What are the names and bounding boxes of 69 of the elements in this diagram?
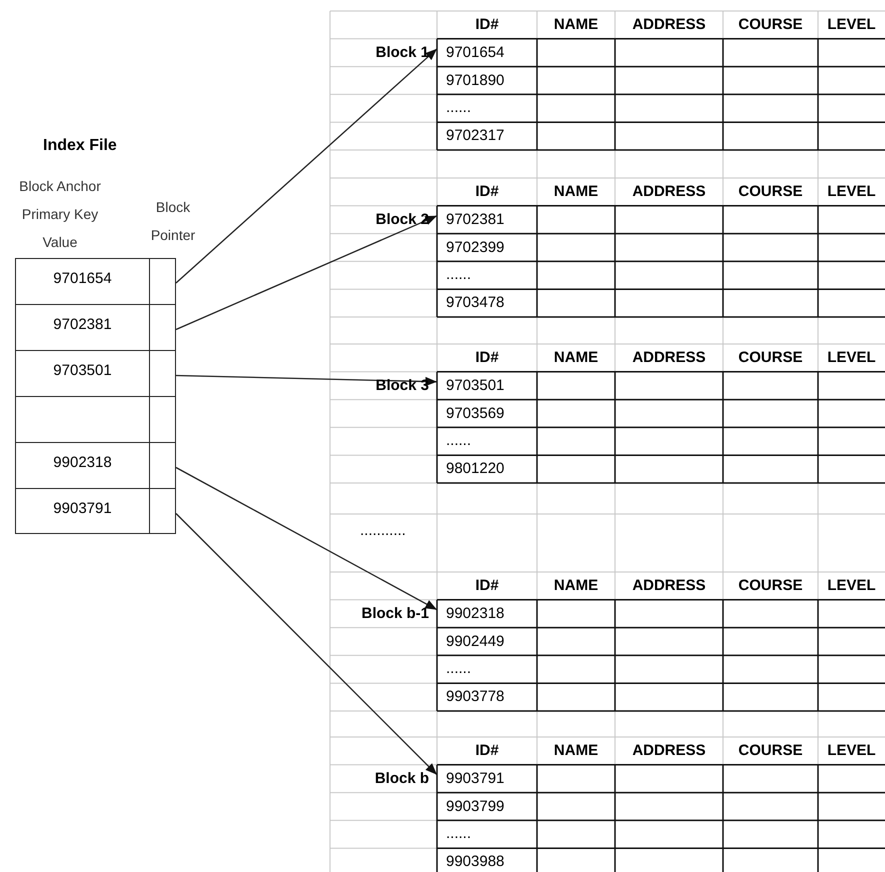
column-header: LEVEL (826, 183, 877, 201)
record-key: 9703478 (446, 294, 504, 312)
column-header: COURSE (737, 16, 804, 34)
column-header: NAME (552, 349, 600, 367)
index-entry (15, 258, 176, 304)
index-entry (15, 488, 176, 534)
record-key: 9902318 (446, 604, 504, 623)
column-header: ADDRESS (631, 577, 707, 595)
column-heading: Block Pointer (150, 198, 196, 245)
index-entry (15, 442, 176, 488)
record-key: ...... (446, 432, 472, 450)
column-header: NAME (552, 742, 600, 760)
record-key: 9702381 (446, 210, 504, 229)
record-key: 9903799 (446, 798, 504, 816)
record-key: ...... (446, 825, 472, 844)
column-header: COURSE (737, 577, 804, 595)
column-header: ID# (474, 577, 500, 595)
record-key: 9702399 (446, 238, 504, 257)
record-key: 9703569 (446, 404, 504, 423)
column-heading: Block Anchor Primary Key Value (18, 177, 102, 252)
record-key: 9903791 (446, 770, 504, 788)
block-label: Block 3 (376, 376, 429, 395)
column-header: ID# (474, 16, 500, 34)
arrow (176, 466, 438, 610)
column-header: ID# (474, 349, 500, 367)
key-value: 9902318 (52, 454, 113, 472)
arrow (176, 513, 438, 776)
record-key: ...... (446, 99, 472, 118)
record-key: ...... (446, 660, 472, 678)
column-header: LEVEL (826, 577, 877, 595)
record-key: 9703501 (446, 376, 504, 395)
key-value: 9701654 (52, 270, 113, 288)
key-value: 9703501 (52, 362, 113, 380)
column-header: ADDRESS (631, 16, 707, 34)
index-file-heading: Index File (43, 137, 117, 155)
record-key: 9702317 (446, 127, 504, 146)
arrow (176, 374, 438, 386)
block-label: Block b (374, 770, 429, 788)
key-value: 9702381 (52, 316, 113, 334)
column-header: ADDRESS (631, 349, 707, 367)
record-key: 9902449 (446, 632, 504, 651)
ellipsis: ........... (360, 522, 406, 540)
empty-index-entry (15, 396, 176, 442)
column-header: ID# (474, 183, 500, 201)
column-header: LEVEL (826, 349, 877, 367)
column-header: LEVEL (826, 742, 877, 760)
column-header: NAME (552, 16, 600, 34)
block-label: Block 1 (376, 44, 429, 62)
record-key: ...... (446, 266, 472, 284)
column-header: ID# (474, 742, 500, 760)
record-key: 9701654 (446, 44, 504, 62)
key-value: 9903791 (52, 500, 113, 518)
column-header: NAME (552, 183, 600, 201)
arrow (176, 48, 438, 284)
column-header: NAME (552, 577, 600, 595)
index-entry (15, 350, 176, 396)
column-header: ADDRESS (631, 183, 707, 201)
record-key: 9903988 (446, 853, 504, 872)
arrow (176, 215, 438, 330)
column-header: LEVEL (826, 16, 877, 34)
column-header: COURSE (737, 742, 804, 760)
block-label: Block b-1 (361, 604, 429, 623)
index-entry (15, 304, 176, 350)
record-key: 9701890 (446, 72, 504, 90)
column-header: COURSE (737, 349, 804, 367)
record-key: 9801220 (446, 460, 504, 478)
record-key: 9903778 (446, 688, 504, 706)
column-header: ADDRESS (631, 742, 707, 760)
column-header: COURSE (737, 183, 804, 201)
